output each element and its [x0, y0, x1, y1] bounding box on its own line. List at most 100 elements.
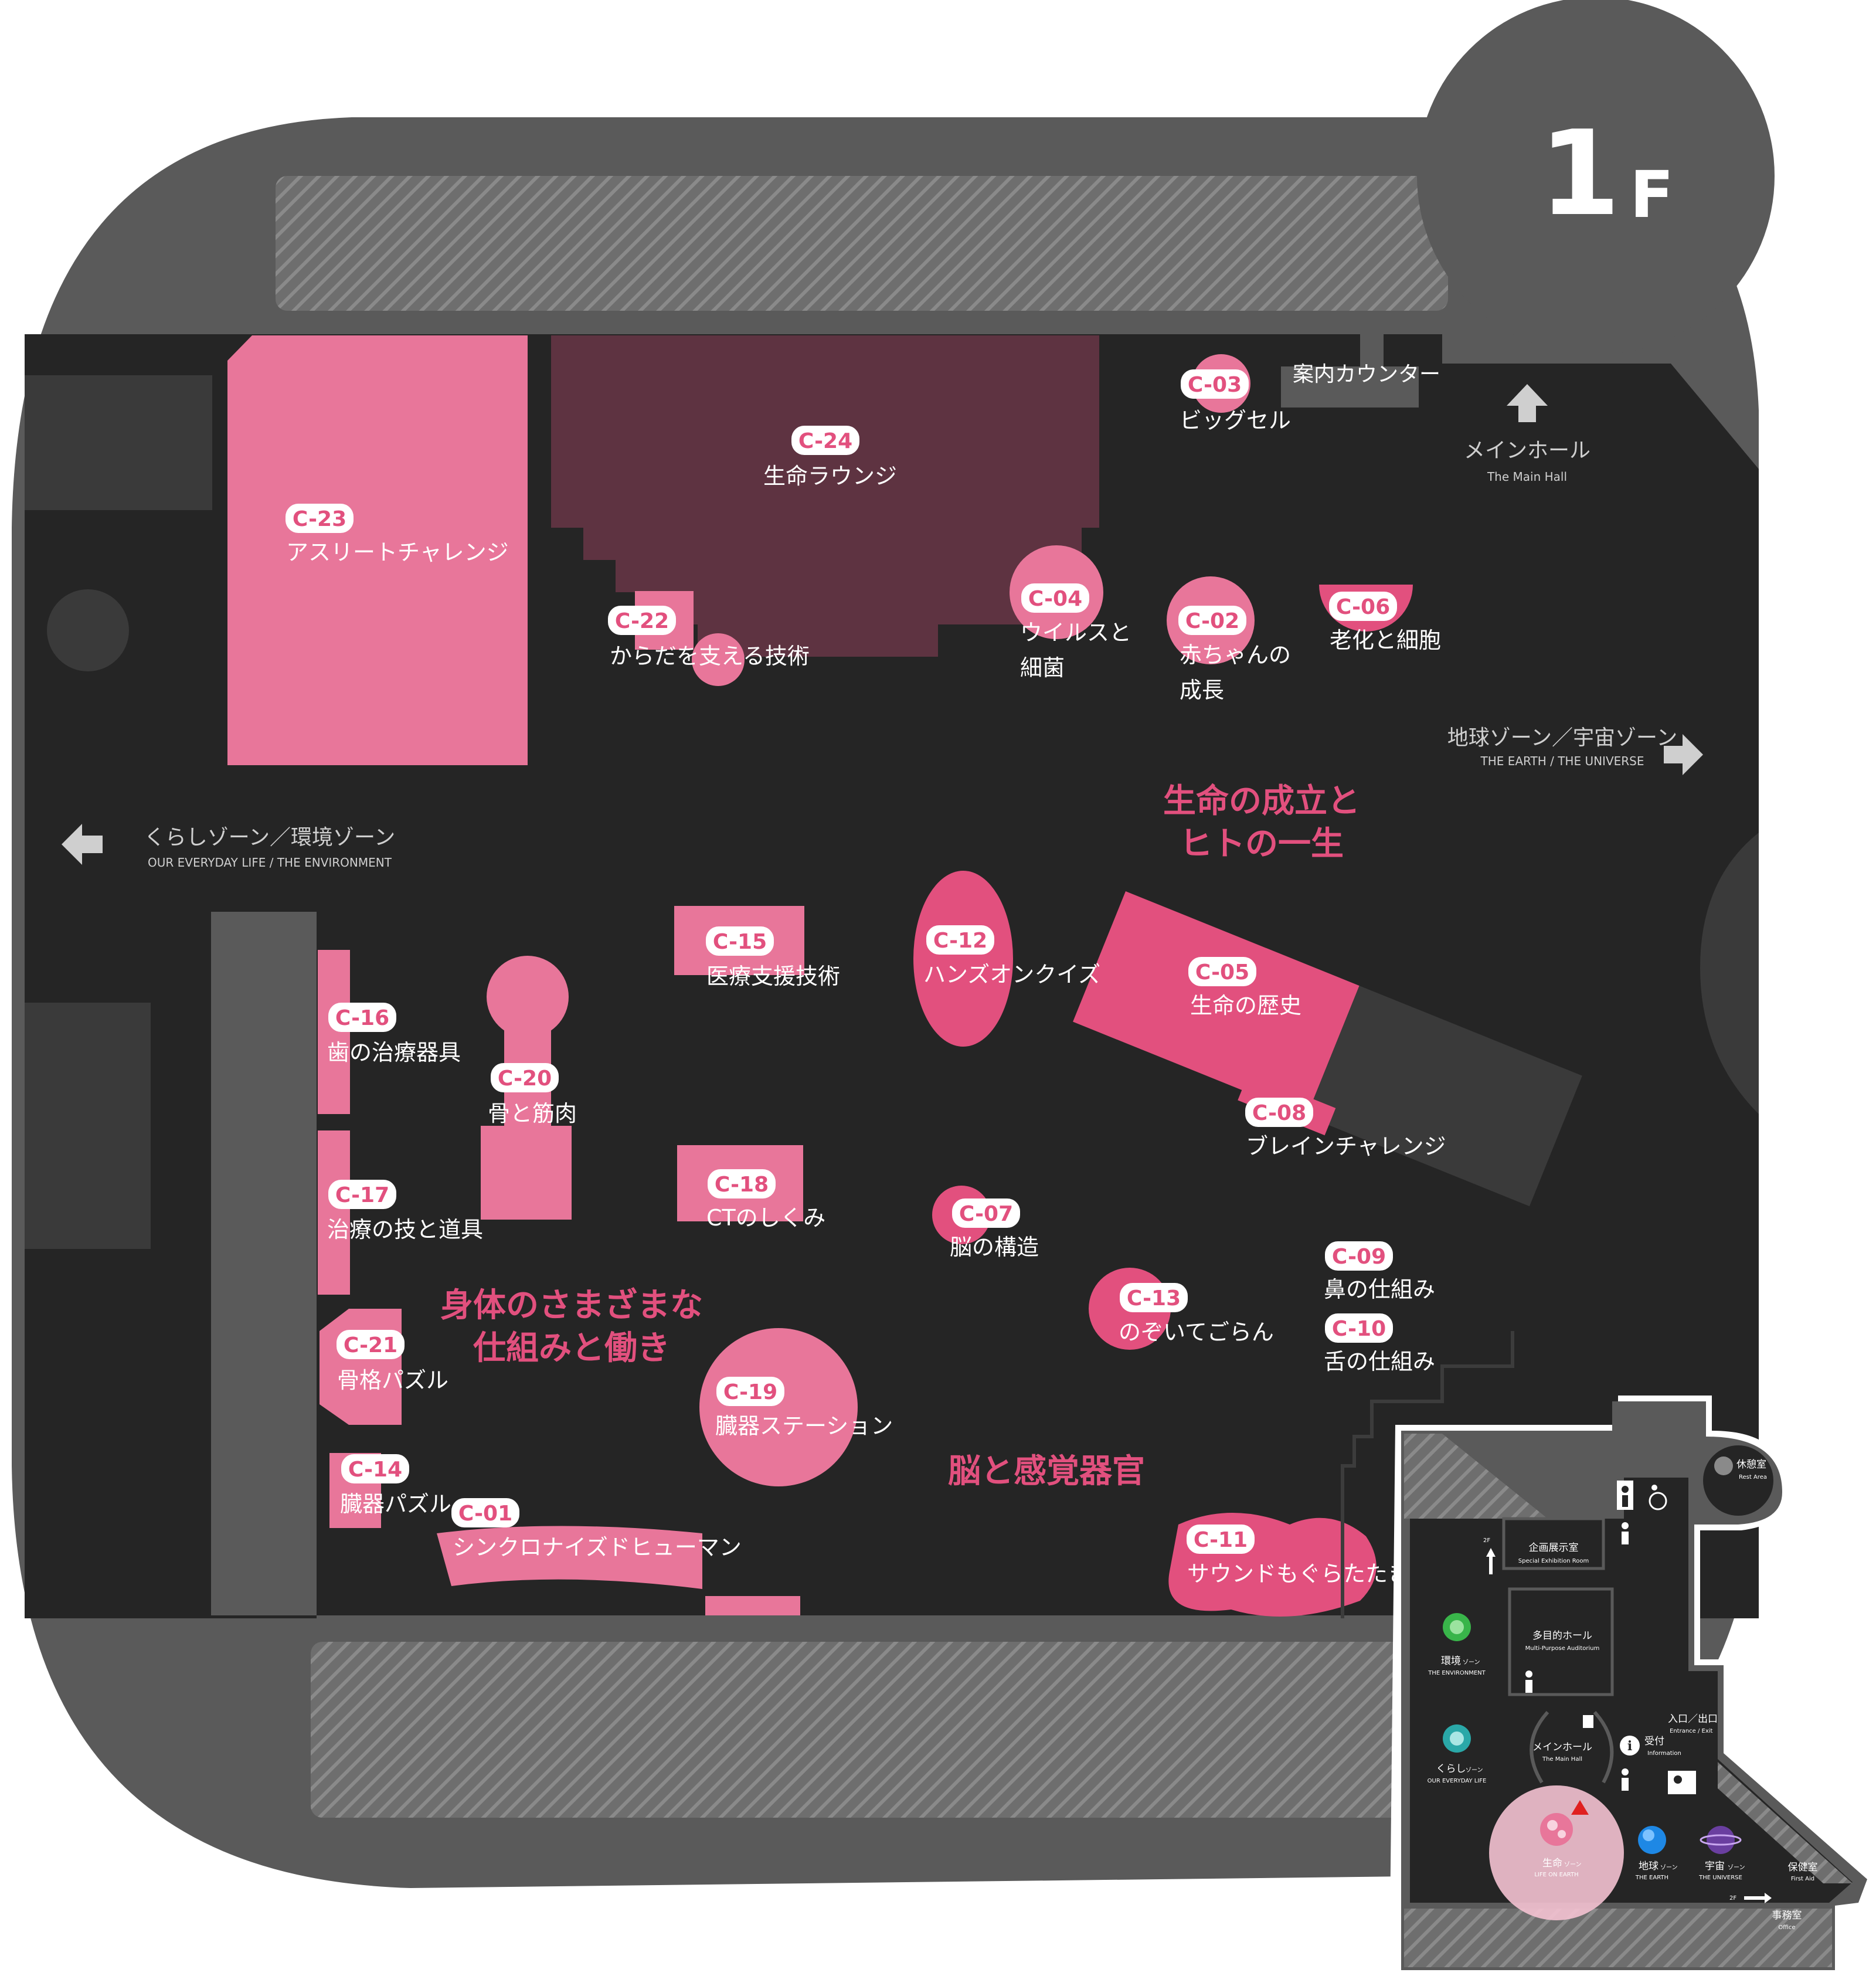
exhibit-code-pill — [341, 1454, 409, 1483]
exhibit-labels: C-01シンクロナイズドヒューマンC-02赤ちゃんの成長C-03ビッグセルC-0… — [286, 369, 1446, 1587]
exhibit-code: C-11 — [1194, 1528, 1248, 1552]
exhibit-area-c19[interactable] — [699, 1328, 858, 1486]
svg-text:ゾーン: ゾーン — [1728, 1864, 1745, 1871]
life-zone-icon — [1540, 1813, 1573, 1846]
exhibit-name: ビッグセル — [1180, 408, 1291, 433]
exhibit-code-pill — [708, 1169, 776, 1198]
exhibit-name-line2: 成長 — [1180, 677, 1224, 703]
exhibit-c-05[interactable]: C-05 生命の歴史 — [1188, 957, 1301, 1018]
exhibit-code-pill — [1178, 606, 1246, 635]
zone-label-brain-senses: 脳と感覚器官 — [948, 1452, 1145, 1491]
svg-text:休憩室: 休憩室 — [1736, 1459, 1766, 1471]
svg-text:宇宙: 宇宙 — [1705, 1860, 1725, 1872]
zone-label-body-mechanisms: 身体のさまざまな 仕組みと働き — [440, 1286, 703, 1367]
svg-text:入口／出口: 入口／出口 — [1668, 1713, 1718, 1725]
exhibit-code: C-19 — [723, 1380, 777, 1404]
exhibit-area-c20[interactable] — [481, 956, 572, 1220]
exhibit-c-03[interactable]: C-03 ビッグセル — [1180, 369, 1291, 433]
nav-earth-universe[interactable]: 地球ゾーン／宇宙ゾーン THE EARTH / THE UNIVERSE — [1447, 726, 1703, 775]
exhibit-area-c24[interactable] — [551, 335, 1099, 657]
exhibit-code: C-03 — [1188, 373, 1242, 397]
exhibit-area-c05[interactable] — [1073, 891, 1582, 1207]
exhibit-code-pill — [1188, 957, 1256, 986]
exhibit-name: 医療支援技術 — [706, 963, 840, 989]
svg-text:企画展示室: 企画展示室 — [1529, 1542, 1579, 1554]
svg-text:事務室: 事務室 — [1772, 1910, 1802, 1921]
svg-text:The Main Hall: The Main Hall — [1487, 470, 1567, 484]
exhibit-code: C-12 — [933, 929, 987, 953]
svg-text:地球ゾーン／宇宙ゾーン: 地球ゾーン／宇宙ゾーン — [1447, 726, 1677, 750]
exhibit-area-c21[interactable] — [320, 1309, 402, 1425]
exhibit-name: からだを支える技術 — [610, 643, 810, 669]
exhibit-area-c01-base — [705, 1596, 800, 1615]
floor-letter: F — [1630, 157, 1674, 232]
minimap: 休憩室 Rest Area 企画展示室 Special Exhibition R… — [1389, 1396, 1876, 1976]
exhibit-area-c01[interactable] — [437, 1526, 702, 1590]
svg-text:Multi-Purpose Auditorium: Multi-Purpose Auditorium — [1525, 1645, 1600, 1652]
svg-text:THE EARTH / THE UNIVERSE: THE EARTH / THE UNIVERSE — [1480, 754, 1644, 768]
exhibit-code-pill — [491, 1063, 559, 1092]
exhibit-code-pill — [1181, 369, 1249, 399]
exhibit-code: C-07 — [959, 1202, 1013, 1226]
svg-text:OUR EVERYDAY LIFE / THE ENVIRO: OUR EVERYDAY LIFE / THE ENVIRONMENT — [148, 855, 392, 870]
exhibit-name: 赤ちゃんの — [1180, 642, 1291, 668]
svg-text:メインホール: メインホール — [1532, 1741, 1592, 1753]
exhibit-code-pill — [328, 1003, 396, 1032]
exhibit-code-pill — [1021, 583, 1089, 613]
exhibit-code: C-23 — [293, 507, 346, 531]
exhibit-name: シンクロナイズドヒューマン — [453, 1534, 742, 1560]
exhibit-area-c23[interactable] — [227, 335, 528, 765]
svg-text:THE EARTH: THE EARTH — [1635, 1875, 1668, 1881]
svg-text:OUR EVERYDAY LIFE: OUR EVERYDAY LIFE — [1428, 1778, 1487, 1784]
exhibit-code-pill — [286, 504, 354, 533]
exhibit-code: C-18 — [715, 1173, 769, 1197]
exhibit-code-pill — [1187, 1525, 1255, 1554]
nav-main-hall[interactable]: メインホール The Main Hall — [1464, 384, 1590, 484]
exhibit-c-12[interactable]: C-12 ハンズオンクイズ — [923, 925, 1100, 987]
exhibit-name: 生命の歴史 — [1190, 993, 1301, 1018]
exhibit-code-pill — [1325, 1313, 1393, 1343]
restroom-icon-3 — [1622, 1768, 1629, 1791]
exhibit-name: 治療の技と道具 — [327, 1217, 483, 1242]
arrow-up-icon — [1507, 384, 1548, 422]
exhibit-code: C-05 — [1195, 960, 1249, 984]
exhibit-area-c12[interactable] — [913, 871, 1013, 1047]
exhibit-name: 歯の治療器具 — [327, 1040, 461, 1065]
exhibit-name: ハンズオンクイズ — [923, 962, 1100, 987]
exhibit-code: C-16 — [335, 1006, 389, 1030]
nav-everyday-environment[interactable]: くらしゾーン／環境ゾーン OUR EVERYDAY LIFE / THE ENV… — [62, 824, 395, 870]
exhibit-code-pill — [706, 926, 774, 956]
exhibit-area-c17[interactable] — [318, 1130, 350, 1295]
stairs-2f-right-icon: 2F — [1729, 1893, 1772, 1903]
svg-text:地球: 地球 — [1639, 1860, 1659, 1872]
svg-text:受付: 受付 — [1644, 1736, 1664, 1747]
svg-text:多目的ホール: 多目的ホール — [1532, 1630, 1592, 1642]
exhibit-c-16[interactable]: C-16 歯の治療器具 — [327, 1003, 461, 1065]
exhibit-name: 生命ラウンジ — [763, 463, 897, 489]
exhibit-code-pill — [926, 925, 994, 955]
stair-structure — [1341, 1331, 1514, 1618]
exhibit-code-pill — [1325, 1241, 1393, 1271]
exhibit-code: C-06 — [1336, 595, 1390, 619]
